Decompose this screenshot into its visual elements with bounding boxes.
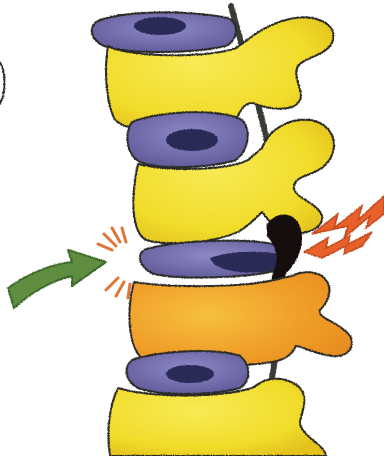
edge-fragment [0,62,5,104]
force-arrow-icon [8,250,106,308]
disc-2 [127,112,247,167]
vertebra-3-injured [129,272,351,366]
disc-herniated [140,241,289,278]
disc-top [92,12,236,52]
disc-4 [127,351,249,394]
